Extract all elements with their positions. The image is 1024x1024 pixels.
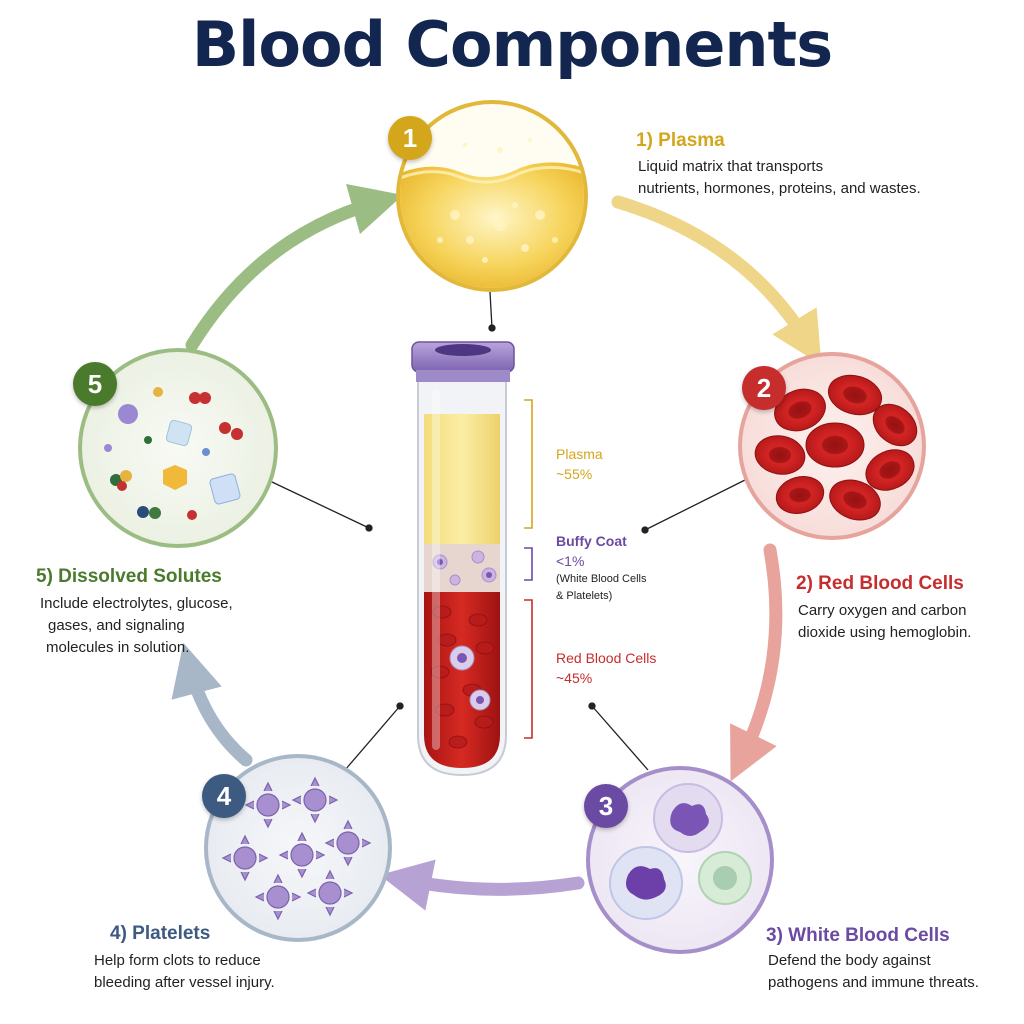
white-blood-cells-illustration xyxy=(586,766,774,954)
badge-5: 5 xyxy=(73,362,117,406)
tube-rbc-label: Red Blood Cells ~45% xyxy=(556,650,657,686)
red-blood-cells-description: Carry oxygen and carbon dioxide using he… xyxy=(798,602,972,641)
badge-4: 4 xyxy=(202,774,246,818)
red-blood-cells-heading: 2) Red Blood Cells xyxy=(796,573,964,594)
plasma-illustration xyxy=(396,100,588,292)
dissolved-solutes-illustration xyxy=(78,348,278,548)
platelets-description: Help form clots to reduce bleeding after… xyxy=(94,952,275,991)
badge-3: 3 xyxy=(584,784,628,828)
arrow-platelets-to-solutes xyxy=(171,642,253,767)
page-title: Blood Components xyxy=(191,8,833,81)
plasma-bracket xyxy=(524,399,533,529)
white-blood-cells-heading: 3) White Blood Cells xyxy=(766,925,950,946)
buffy-bracket xyxy=(524,547,533,581)
red-blood-cells-illustration xyxy=(738,352,926,540)
arrow-solutes-to-plasma xyxy=(185,183,404,352)
plasma-heading: 1) Plasma xyxy=(636,130,725,151)
tube-buffy-coat-label: Buffy Coat <1% (White Blood Cells & Plat… xyxy=(556,533,647,602)
test-tube-illustration xyxy=(411,341,515,777)
arrow-rbc-to-wbc xyxy=(730,543,783,782)
arrow-plasma-to-rbc xyxy=(611,195,822,366)
platelets-heading: 4) Platelets xyxy=(110,923,211,944)
tube-plasma-label: Plasma ~55% xyxy=(556,446,603,482)
rbc-bracket xyxy=(524,599,533,739)
plasma-description: Liquid matrix that transports nutrients,… xyxy=(638,158,921,197)
platelets-illustration xyxy=(204,754,392,942)
dissolved-solutes-description: Include electrolytes, glucose, gases, an… xyxy=(40,595,233,656)
badge-2: 2 xyxy=(742,366,786,410)
white-blood-cells-description: Defend the body against pathogens and im… xyxy=(768,952,979,991)
badge-1: 1 xyxy=(388,116,432,160)
arrow-wbc-to-platelets xyxy=(379,859,585,911)
dissolved-solutes-heading: 5) Dissolved Solutes xyxy=(36,566,222,587)
